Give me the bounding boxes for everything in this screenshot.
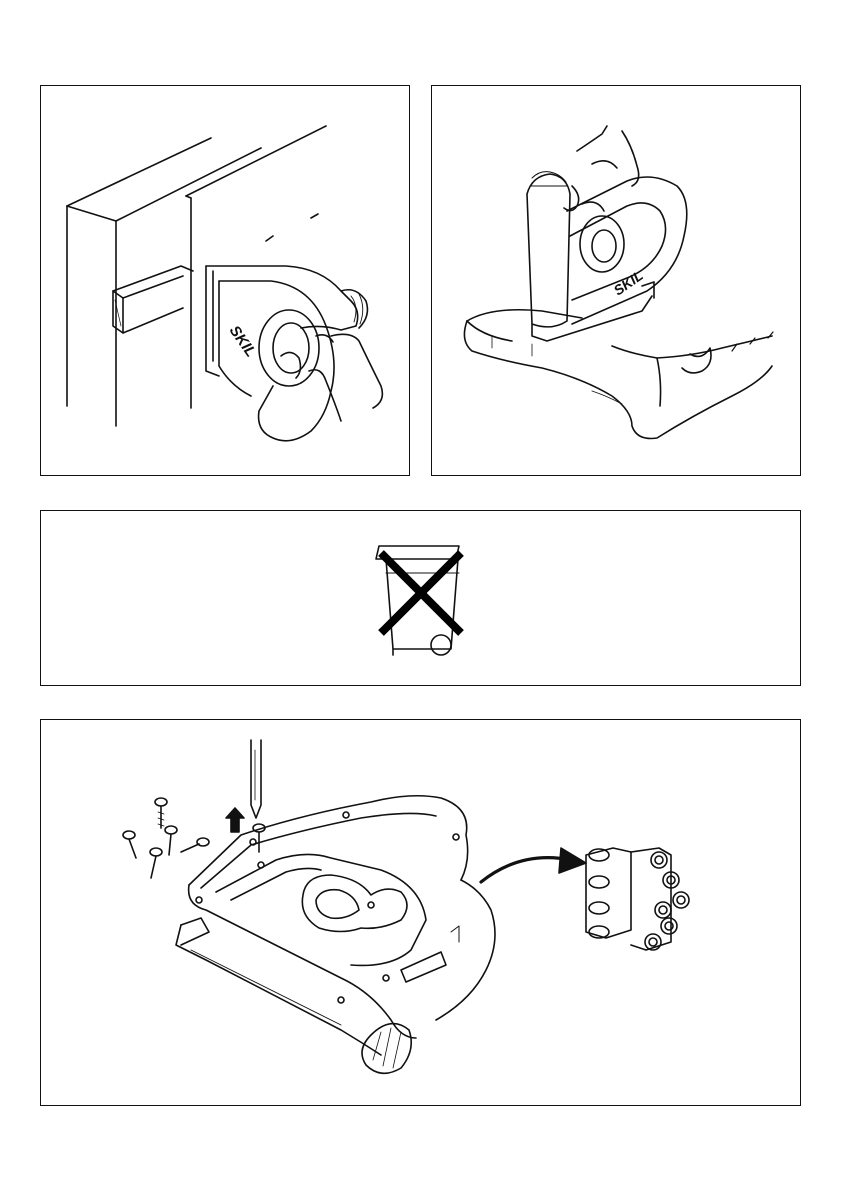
figure-wall-stapling: SKIL: [40, 85, 410, 476]
brand-mark: SKIL: [226, 323, 260, 361]
stapler-on-cushion-icon: SKIL: [432, 86, 801, 476]
battery-pack: [586, 848, 689, 950]
figure-disposal: [40, 510, 801, 686]
figure-upholstery-stapling: SKIL: [431, 85, 801, 476]
figure-battery-replacement: [40, 719, 801, 1106]
screw: [155, 798, 167, 828]
battery-replacement-icon: [41, 720, 801, 1106]
stapler-on-wall-icon: SKIL: [41, 86, 410, 476]
crossed-out-wheelie-bin-icon: [41, 511, 801, 686]
